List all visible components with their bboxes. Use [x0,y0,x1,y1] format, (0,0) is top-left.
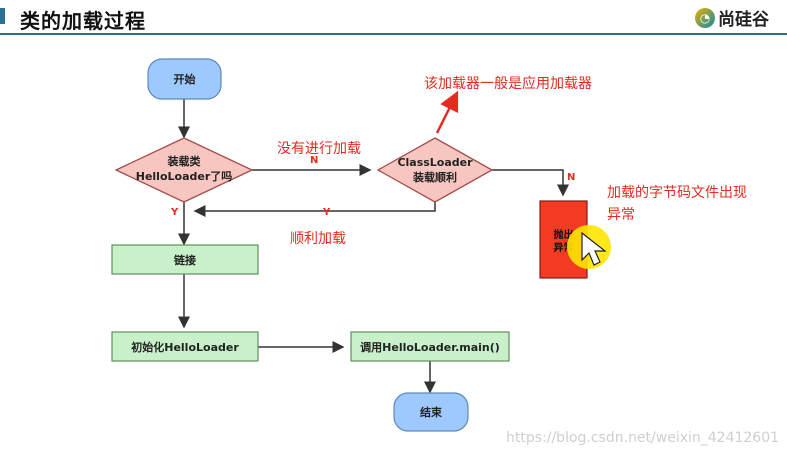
throw-label-line1: 抛出 [554,228,574,241]
node-classloader-decision: ClassLoader 装载顺利 [376,137,494,203]
node-init: 初始化HelloLoader [111,331,259,362]
success-note: 顺利加载 [290,231,346,247]
classloader-label-line2: 装载顺利 [412,170,457,184]
edge-label-y-left: Y [170,207,179,218]
classloader-label-line1: ClassLoader [397,156,473,169]
node-load-decision: 装载类 HelloLoader了吗 [114,137,254,203]
node-end: 结束 [393,392,469,432]
annotations: 该加载器一般是应用加载器 没有进行加载 顺利加载 加载的字节码文件出现 异常 [277,75,747,247]
link-label: 链接 [174,253,196,267]
init-label: 初始化HelloLoader [131,340,239,354]
edge-labels: N N Y Y [170,155,575,218]
load-decision-label-line2: HelloLoader了吗 [136,170,233,183]
header-divider [0,33,787,35]
classloader-success-arrow [193,202,436,217]
class-loading-flowchart: 开始 装载类 HelloLoader了吗 ClassLoader 装载顺利 抛出… [111,58,747,432]
brand-icon: ◔ [695,7,715,28]
failure-note-line1: 加载的字节码文件出现 [607,185,747,201]
header-accent-marker [0,8,5,24]
classloader-note: 该加载器一般是应用加载器 [424,75,592,92]
edge-label-n-top: N [310,155,318,166]
classloader-failure-arrow [492,169,569,197]
not-loaded-note: 没有进行加载 [277,141,361,157]
header-bar: 类的加载过程 ◔ 尚硅谷 [0,0,787,33]
brand-logo: ◔ 尚硅谷 [695,5,769,30]
page-title: 类的加载过程 [20,9,146,33]
cursor-highlight [567,225,611,269]
node-start: 开始 [147,58,222,100]
node-call-main: 调用HelloLoader.main() [350,331,510,362]
end-label: 结束 [419,405,443,419]
load-decision-label-line1: 装载类 [167,154,202,168]
classloader-note-arrow [435,90,459,134]
edge-label-n-right: N [567,172,575,183]
edges [178,90,569,394]
start-label: 开始 [174,72,196,86]
failure-note-line2: 异常 [607,207,635,223]
watermark: https://blog.csdn.net/weixin_42412601 [506,430,780,446]
brand-name: 尚硅谷 [718,10,769,30]
node-link: 链接 [111,244,259,275]
mouse-pointer-icon [581,231,607,266]
edge-label-y-return: Y [322,207,331,218]
call-main-label: 调用HelloLoader.main() [360,340,500,354]
